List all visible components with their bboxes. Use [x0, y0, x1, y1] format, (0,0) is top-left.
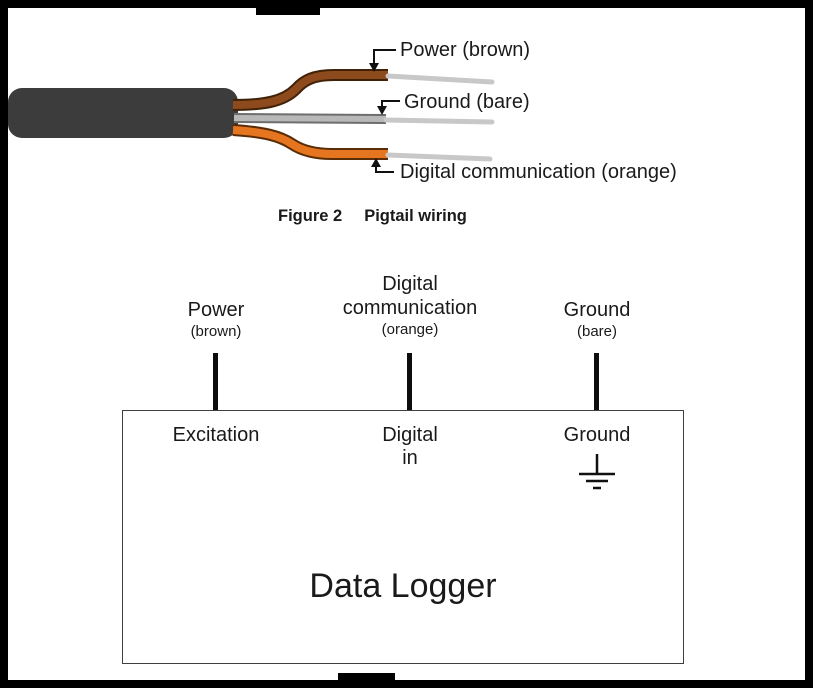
digital-wire	[232, 126, 388, 158]
power-wire-tip	[385, 73, 495, 85]
power-arrow-icon	[369, 63, 379, 72]
document-page: Power (brown) Ground (bare) Digital comm…	[8, 8, 805, 680]
power-wire-callout: Power (brown)	[400, 39, 531, 61]
terminal-line: in	[402, 447, 418, 469]
wire-name: Ground	[563, 299, 631, 321]
figure-caption-number: Figure 2	[278, 207, 343, 225]
wire-color-note: (brown)	[190, 323, 242, 340]
power-leader-line	[373, 49, 396, 64]
earth-ground-icon	[579, 454, 615, 490]
wire-name: communication	[342, 297, 478, 319]
wire-name: Digital	[382, 273, 438, 295]
data-logger-box	[122, 410, 684, 664]
wire-name: Power	[187, 299, 245, 321]
power-connection-line	[213, 353, 218, 411]
wire-color-note: (bare)	[576, 323, 617, 340]
digital-wire-tip	[385, 152, 493, 162]
digital-arrow-icon	[371, 158, 381, 167]
figure-caption: Figure 2 Pigtail wiring	[278, 207, 467, 226]
figure-caption-title: Pigtail wiring	[364, 207, 467, 225]
wire-label-digital: Digital communication (orange)	[315, 272, 505, 339]
ground-wire-tip	[383, 117, 495, 125]
bottom-edge-artifact	[338, 673, 395, 688]
digital-connection-line	[407, 353, 412, 411]
top-edge-artifact	[256, 0, 320, 15]
wire-color-note: (orange)	[381, 321, 439, 338]
wire-label-power: Power (brown)	[156, 298, 276, 341]
pigtail-cable-illustration	[8, 49, 495, 173]
cable-jacket	[8, 88, 238, 138]
ground-wire	[233, 115, 387, 122]
digital-leader-line	[375, 166, 394, 173]
ground-wire-callout: Ground (bare)	[404, 91, 530, 113]
terminal-ground: Ground	[563, 424, 631, 446]
power-wire	[232, 71, 388, 109]
data-logger-label: Data Logger	[309, 567, 497, 605]
terminal-line: Digital	[382, 424, 438, 446]
ground-leader-line	[381, 100, 400, 107]
digital-wire-callout: Digital communication (orange)	[400, 161, 677, 183]
wire-label-ground: Ground (bare)	[537, 298, 657, 341]
ground-arrow-icon	[377, 106, 387, 115]
ground-connection-line	[594, 353, 599, 411]
terminal-digital-in: Digital in	[340, 424, 480, 470]
terminal-excitation: Excitation	[172, 424, 260, 446]
